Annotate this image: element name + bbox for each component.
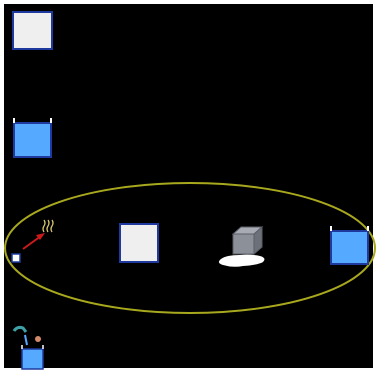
water-filled-beaker-icon xyxy=(331,226,368,264)
water-filled-beaker-icon xyxy=(14,118,51,157)
empty-white-container-icon xyxy=(120,224,158,262)
empty-white-container-icon xyxy=(13,12,52,49)
small-white-square-icon xyxy=(12,254,20,262)
